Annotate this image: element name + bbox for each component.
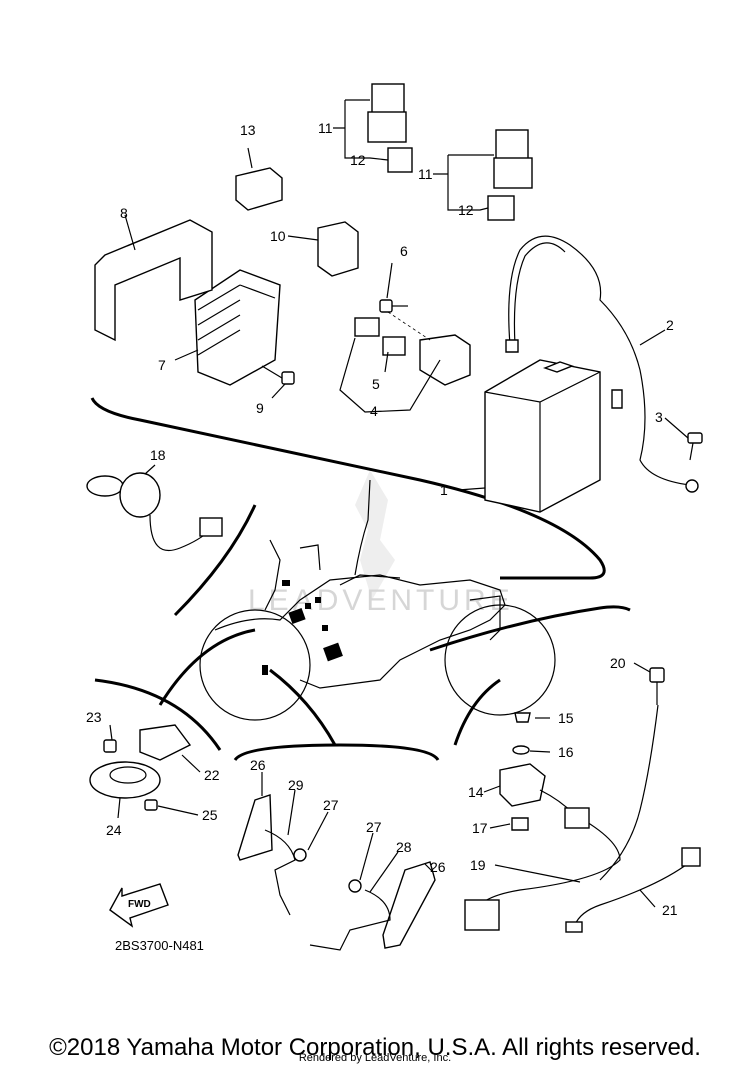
callout-15: 15 [558, 710, 574, 726]
callout-17: 17 [472, 820, 488, 836]
battery [484, 359, 601, 513]
watermark-text: LEADVENTURE [248, 584, 514, 617]
lead-wire-21 [565, 847, 701, 933]
fwd-arrow: FWD [109, 883, 169, 928]
callout-9: 9 [256, 400, 264, 416]
callout-8: 8 [120, 205, 128, 221]
fasteners-15-17 [511, 712, 531, 831]
sensor-14 [499, 763, 546, 807]
diagram-code: 2BS3700-N481 [115, 938, 204, 953]
battery-lead [505, 235, 699, 493]
callout-labels: 1 2 3 4 5 6 7 8 9 10 11 12 11 12 13 14 1… [86, 120, 678, 918]
callout-2: 2 [666, 317, 674, 333]
callout-23: 23 [86, 709, 102, 725]
callout-3: 3 [655, 409, 663, 425]
callout-28: 28 [396, 839, 412, 855]
starter-relay [354, 311, 471, 386]
callout-22: 22 [204, 767, 220, 783]
callout-26-right: 26 [430, 859, 446, 875]
callout-26-left: 26 [250, 757, 266, 773]
pad-left [237, 794, 307, 916]
relay-10 [317, 221, 359, 277]
callout-5: 5 [372, 376, 380, 392]
bolt-6 [379, 299, 408, 313]
callout-13: 13 [240, 122, 256, 138]
callout-27-top: 27 [323, 797, 339, 813]
callout-20: 20 [610, 655, 626, 671]
callout-4: 4 [370, 403, 378, 419]
relay-assembly-right [487, 129, 533, 221]
fwd-label: FWD [128, 899, 151, 910]
callout-12-top: 12 [350, 152, 366, 168]
relay-13 [235, 167, 283, 211]
leader-lines [109, 99, 689, 908]
rendered-by-notice: Rendered by LeadVenture, Inc. [298, 1052, 452, 1064]
motorcycle-silhouette [199, 539, 556, 721]
copyright-notice: ©2018 Yamaha Motor Corporation, U.S.A. A… [49, 1034, 701, 1061]
callout-18: 18 [150, 447, 166, 463]
callout-10: 10 [270, 228, 286, 244]
callout-21: 21 [662, 902, 678, 918]
sub-wire-harness [464, 704, 659, 931]
callout-25: 25 [202, 807, 218, 823]
pad-right [309, 861, 436, 951]
horn-assembly [89, 724, 192, 811]
callout-29: 29 [288, 777, 304, 793]
bolt-3 [687, 432, 703, 461]
bolt-20 [649, 667, 665, 705]
watermark: LEADVENTURE [248, 470, 514, 617]
callout-27-bottom: 27 [366, 819, 382, 835]
callout-6: 6 [400, 243, 408, 259]
callout-11-top: 11 [318, 120, 333, 136]
callout-11-right: 11 [418, 166, 433, 182]
callout-16: 16 [558, 744, 574, 760]
callout-24: 24 [106, 822, 122, 838]
callout-14: 14 [468, 784, 484, 800]
callout-19: 19 [470, 857, 486, 873]
power-socket [86, 472, 223, 552]
rectifier-regulator [194, 269, 281, 386]
callout-12-right: 12 [458, 202, 474, 218]
region-dividers [90, 397, 631, 762]
callout-7: 7 [158, 357, 166, 373]
cover-bracket [94, 219, 213, 342]
relay-assembly-top [367, 83, 413, 173]
callout-1: 1 [440, 482, 448, 498]
bolt-9 [261, 365, 295, 385]
